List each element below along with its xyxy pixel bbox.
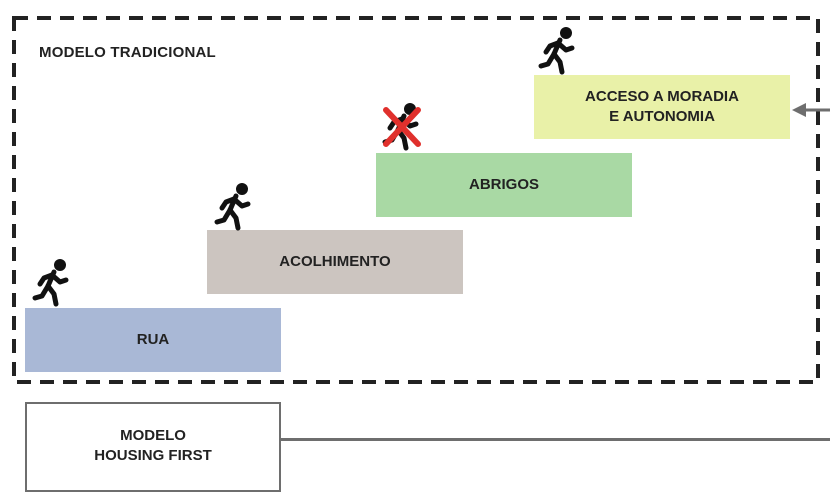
- step-acolhimento-label: ACOLHIMENTO: [279, 253, 391, 270]
- traditional-model-frame: [12, 16, 820, 384]
- housing-first-line2: HOUSING FIRST: [94, 447, 212, 464]
- housing-first-connector: [281, 438, 830, 441]
- housing-first-line1: MODELO: [120, 427, 186, 444]
- step-acesso-line1: ACCESO A MORADIA: [585, 88, 739, 105]
- walking-person-icon: [32, 259, 69, 307]
- walking-person-icon: [538, 27, 575, 75]
- blocked-walking-person-icon: [382, 103, 421, 151]
- step-acesso-line2: E AUTONOMIA: [609, 108, 715, 125]
- housing-first-box: MODELO HOUSING FIRST: [25, 402, 281, 492]
- step-acesso-moradia: ACCESO A MORADIA E AUTONOMIA: [534, 75, 790, 139]
- arrow-left-icon: [792, 103, 830, 117]
- step-rua-label: RUA: [136, 331, 170, 348]
- step-abrigos-label: ABRIGOS: [468, 176, 539, 193]
- step-abrigos: ABRIGOS: [376, 153, 632, 217]
- walking-person-icon: [214, 183, 251, 231]
- step-acolhimento: ACOLHIMENTO: [207, 230, 463, 294]
- step-rua: RUA: [25, 308, 281, 372]
- traditional-model-title: MODELO TRADICIONAL: [39, 44, 216, 61]
